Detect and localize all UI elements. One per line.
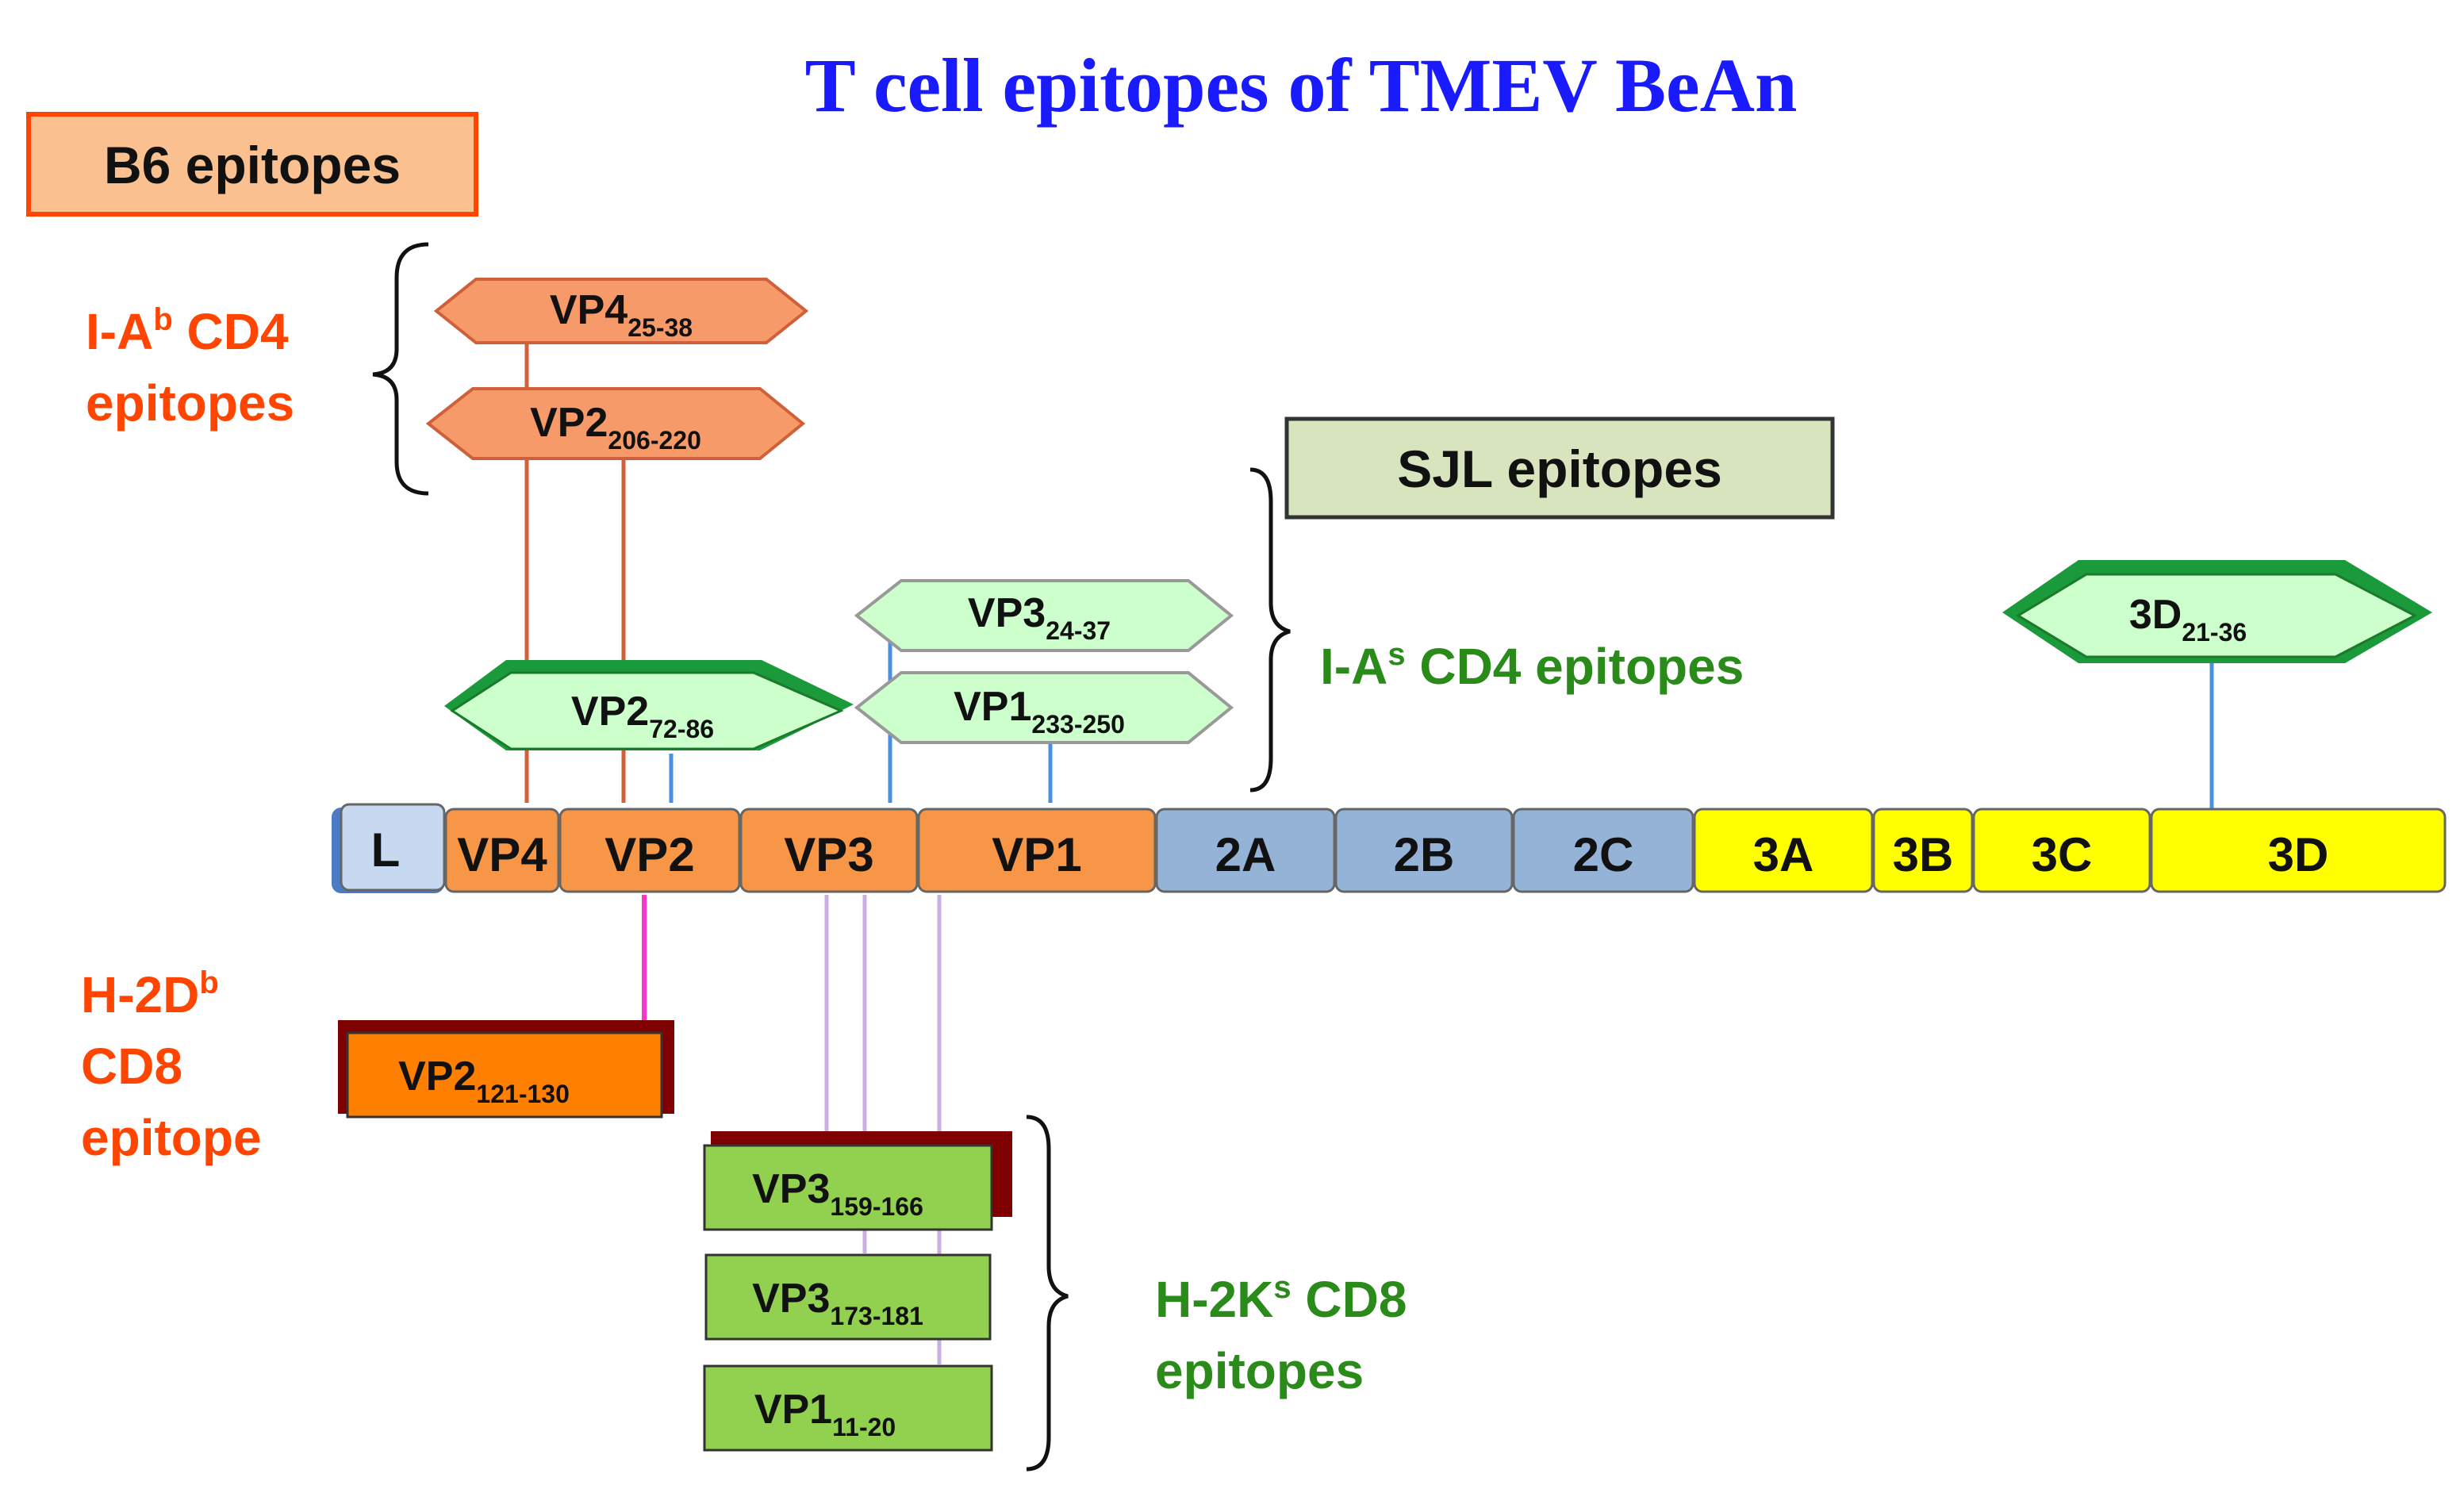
segment-2b-label: 2B <box>1394 828 1455 881</box>
epitope-vp2-72-86-label: VP272-86 <box>571 689 714 743</box>
segment-vp3-label: VP3 <box>784 828 873 881</box>
epitope-vp1-11-20: VP111-20 <box>703 1364 993 1452</box>
h2ks-cd8-label-line2: epitopes <box>1155 1342 1364 1399</box>
epitope-vp3-159-166-shape <box>703 1144 993 1231</box>
segment-2a <box>1155 808 1336 893</box>
epitope-vp2-206-220: VP2206-220 <box>425 387 806 460</box>
segment-2c <box>1512 808 1694 893</box>
epitope-vp1-11-20-label: VP111-20 <box>754 1387 896 1441</box>
segment-3c <box>1972 808 2151 893</box>
h2db-cd8-label: H-2Db <box>81 965 219 1023</box>
sjl-legend: SJL epitopes <box>1284 416 1835 520</box>
epitope-vp1-233-250-shape <box>854 671 1234 744</box>
epitope-vp2-206-220-shape <box>425 387 806 460</box>
segment-l-label: L <box>371 823 401 877</box>
ias-cd4-label: I-As CD4 epitopes <box>1320 637 1744 695</box>
epitope-vp3-159-166: VP3159-166 <box>703 1131 1012 1231</box>
ias-brace <box>1249 467 1291 792</box>
segment-2a-label: 2A <box>1215 828 1276 881</box>
b6-legend-box <box>26 112 478 217</box>
segment-vp2 <box>558 808 741 893</box>
b6-legend-label: B6 epitopes <box>104 136 401 194</box>
epitope-vp1-233-250-label: VP1233-250 <box>954 684 1125 739</box>
h2db-cd8-label-line3: epitope <box>81 1109 262 1166</box>
epitope-3d-21-36-label: 3D21-36 <box>2129 592 2247 647</box>
segment-2c-label: 2C <box>1573 828 1634 881</box>
epitope-vp2-121-130-label: VP2121-130 <box>398 1053 570 1108</box>
segment-3b <box>1872 808 1974 893</box>
epitope-vp4-25-38: VP425-38 <box>433 278 809 344</box>
segment-2b <box>1334 808 1514 893</box>
epitope-vp1-11-20-shape <box>703 1364 993 1452</box>
segment-l <box>340 803 446 892</box>
epitope-vp1-233-250: VP1233-250 <box>854 671 1234 744</box>
segment-3b-label: 3B <box>1893 828 1954 881</box>
epitope-vp2-72-86: VP272-86 <box>444 660 854 750</box>
epitope-vp3-24-37: VP324-37 <box>854 579 1234 652</box>
h2ks-cd8-label: H-2Ks CD8 <box>1155 1270 1407 1328</box>
epitope-vp3-173-181-label: VP3173-181 <box>752 1276 923 1330</box>
h2db-cd8-label-line2: CD8 <box>81 1038 182 1095</box>
epitope-vp3-173-181-shape <box>704 1253 992 1341</box>
epitope-vp2-121-130-shape <box>346 1031 663 1119</box>
segment-3a <box>1693 808 1874 893</box>
sjl-legend-box <box>1284 416 1835 520</box>
epitope-vp3-24-37-label: VP324-37 <box>968 590 1111 645</box>
epitope-vp2-121-130: VP2121-130 <box>338 1020 674 1119</box>
segment-vp1-label: VP1 <box>992 828 1081 881</box>
diagram-title: T cell epitopes of TMEV BeAn <box>805 43 1798 128</box>
iab-brace <box>372 242 429 496</box>
segment-vp3 <box>739 808 919 893</box>
epitope-vp3-159-166-label: VP3159-166 <box>752 1166 923 1221</box>
epitope-vp3-24-37-shape <box>854 579 1234 652</box>
segment-3d-label: 3D <box>2268 828 2329 881</box>
epitope-vp2-72-86-shape <box>450 671 844 750</box>
segment-vp1 <box>917 808 1157 893</box>
epitope-vp4-25-38-shape <box>433 278 809 344</box>
epitope-3d-21-36-shape <box>2016 573 2418 658</box>
epitope-vp3-173-181: VP3173-181 <box>704 1253 992 1341</box>
segment-3a-label: 3A <box>1753 828 1814 881</box>
h2ks-brace <box>1026 1115 1069 1472</box>
iab-cd4-label-line2: epitopes <box>86 374 294 432</box>
iab-cd4-label: I-Ab CD4 <box>86 302 289 360</box>
segment-vp4 <box>444 808 560 893</box>
epitope-3d-21-36: 3D21-36 <box>2002 560 2432 663</box>
segment-3c-label: 3C <box>2032 828 2093 881</box>
segment-3d <box>2150 808 2447 893</box>
segment-vp4-label: VP4 <box>457 828 547 881</box>
epitope-vp2-206-220-label: VP2206-220 <box>530 400 701 455</box>
b6-legend: B6 epitopes <box>26 112 478 217</box>
segment-vp2-label: VP2 <box>604 828 694 881</box>
epitope-vp4-25-38-label: VP425-38 <box>550 287 693 342</box>
genome-bar: L VP4 VP2 VP3 VP1 2A 2B 2C 3A 3B 3C 3D <box>332 803 2447 893</box>
sjl-legend-label: SJL epitopes <box>1397 439 1722 498</box>
